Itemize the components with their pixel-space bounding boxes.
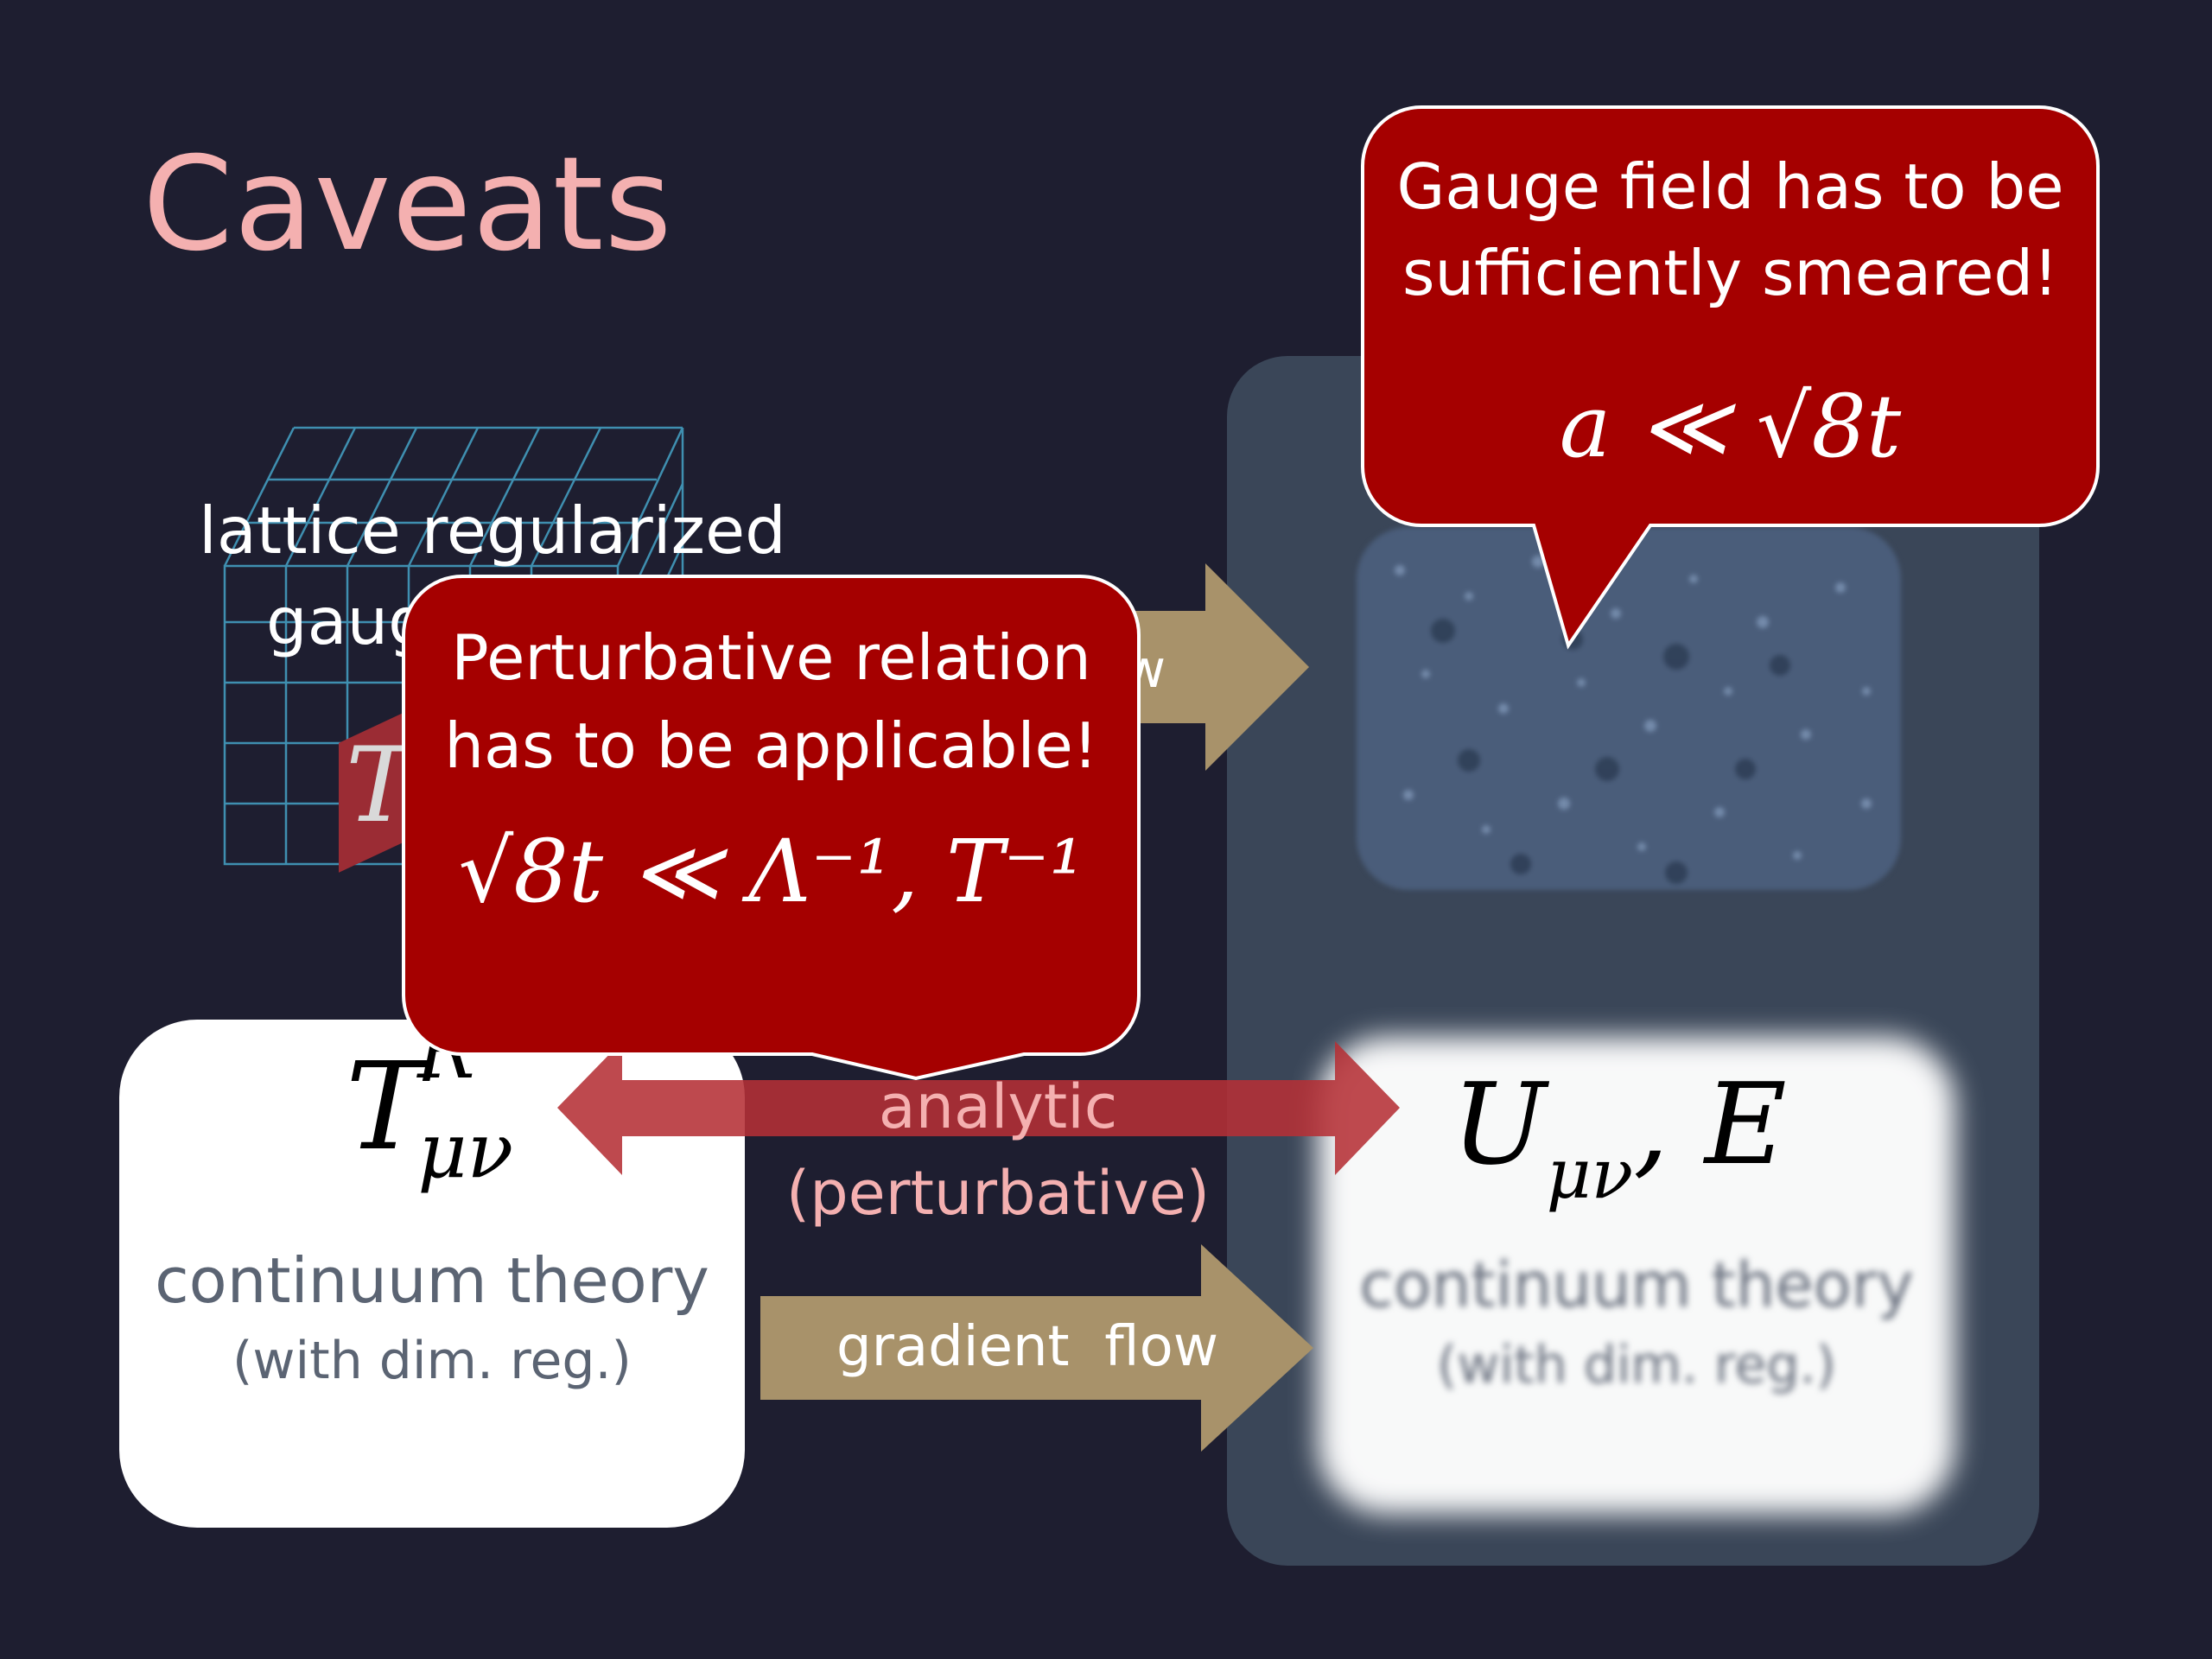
flowed-continuum-label: continuum theory [1359,1249,1914,1321]
upper-flow-arrow [1123,563,1309,771]
analytic-label: analytic [878,1071,1118,1142]
flowed-continuum-sublabel: (with dim. reg.) [1437,1335,1836,1395]
callout-left-line2: has to be applicable! [444,709,1098,782]
t-symbol-base: T [346,1037,427,1178]
callout-left-condition: √8t ≪ Λ⁻¹, T⁻¹ [458,821,1084,922]
callout-left-bubble [402,575,1141,1080]
continuum-sublabel: (with dim. reg.) [232,1331,632,1391]
u-symbol: U [1452,1058,1547,1190]
callout-left-line1: Perturbative relation [451,621,1091,694]
analytic-double-arrow [557,1041,1400,1175]
perturbative-label: (perturbative) [785,1158,1211,1229]
u-e-symbol: Uμν, E [1452,1058,1787,1214]
u-symbol-tail: , E [1633,1058,1787,1190]
flowed-continuum-box [1318,1037,1955,1514]
lattice-label-line1: lattice regularized [199,493,786,569]
gradient-flow-label: gradient flow [836,1315,1219,1379]
gradient-flow-arrow [760,1244,1313,1452]
continuum-label: continuum theory [155,1244,709,1317]
callout-right-bubble [1361,105,2100,650]
callout-right-line2: sufficiently smeared! [1402,237,2058,309]
callout-right-line1: Gauge field has to be [1396,150,2064,223]
slide-title: Caveats [143,130,673,280]
t-symbol-sub: μν [417,1106,514,1195]
u-symbol-sub: μν [1546,1134,1634,1214]
smeared-field-image [1357,527,1901,890]
callout-right-condition: a ≪ √8t [1559,376,1902,477]
